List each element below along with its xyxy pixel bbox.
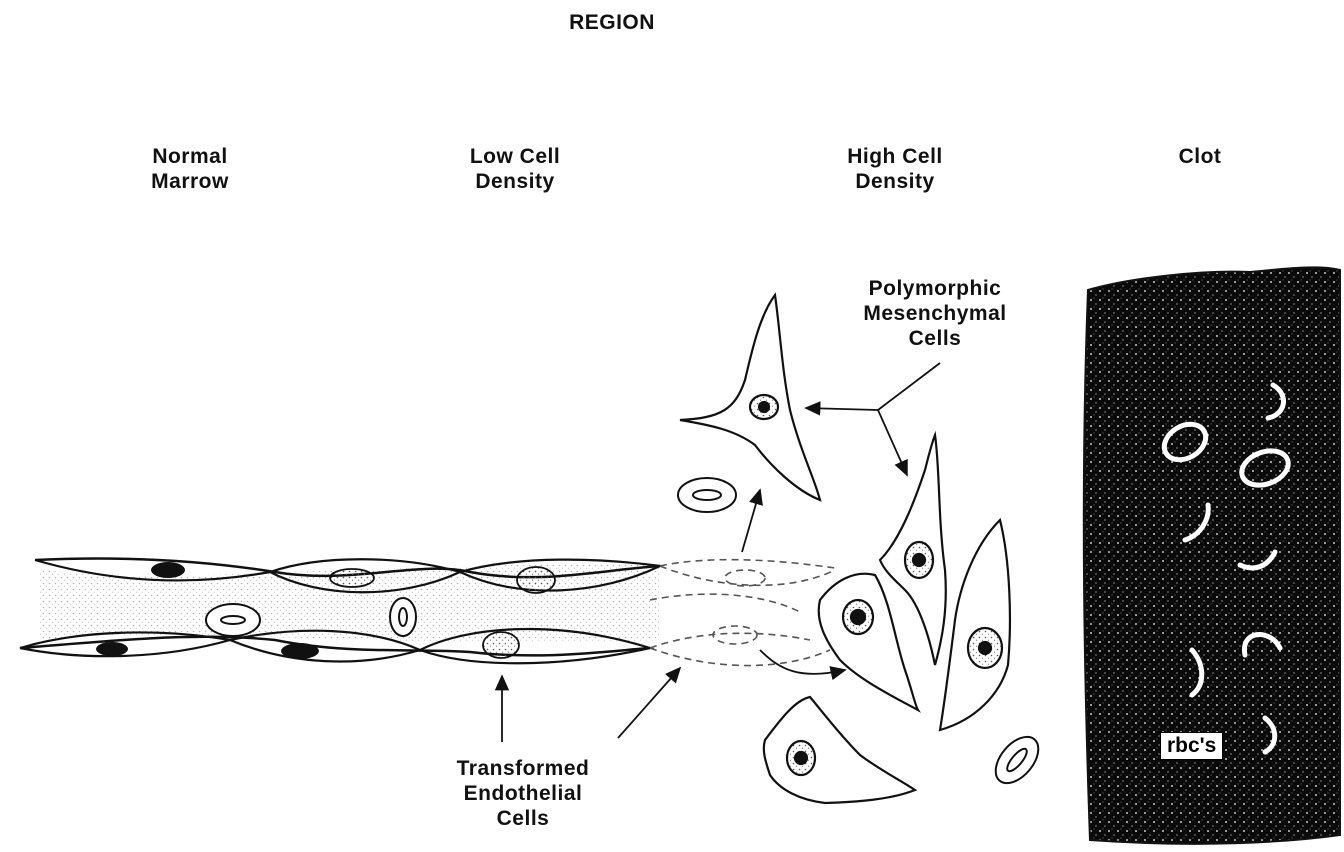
dissolving-vessel — [650, 560, 835, 666]
mesenchymal-cell — [680, 295, 820, 500]
nucleus — [517, 567, 555, 593]
label-rbcs: rbc's — [1160, 732, 1223, 760]
nucleus — [330, 569, 374, 587]
nucleus — [151, 562, 185, 578]
nucleus — [281, 643, 319, 659]
mesenchymal-cell — [940, 520, 1010, 730]
nucleus — [96, 642, 128, 656]
nucleus — [483, 632, 519, 658]
label-transformed-endothelial-cells: Transformed Endothelial Cells — [408, 756, 638, 831]
mesenchymal-cell — [819, 574, 918, 710]
red-blood-cell — [678, 478, 736, 512]
red-blood-cell — [206, 604, 260, 636]
arrow-polymorphic — [806, 363, 940, 475]
red-blood-cell — [390, 598, 416, 636]
mesenchymal-cell — [764, 697, 915, 803]
red-blood-cell — [987, 729, 1046, 791]
label-polymorphic-mesenchymal-cells: Polymorphic Mesenchymal Cells — [820, 276, 1050, 351]
arrow-transformed — [502, 668, 680, 742]
